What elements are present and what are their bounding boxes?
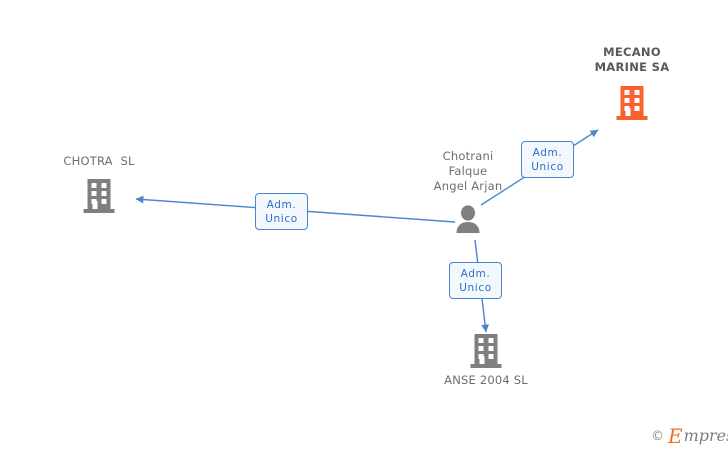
node-mecano-marine-sa[interactable] bbox=[616, 85, 648, 125]
relation-label-person-chotra[interactable]: Adm. Unico bbox=[255, 193, 308, 230]
relation-label-line1: Adm. bbox=[266, 198, 297, 211]
relation-label-person-mecano[interactable]: Adm. Unico bbox=[521, 141, 574, 178]
node-person-chotrani-falque-angel-arjan[interactable] bbox=[453, 205, 483, 239]
building-icon bbox=[616, 86, 648, 120]
node-label-chotra: CHOTRA SL bbox=[63, 154, 135, 168]
node-label-mecano: MECANO MARINE SA bbox=[594, 45, 670, 74]
empresia-watermark: © E mpresia bbox=[651, 426, 728, 446]
building-icon bbox=[470, 334, 502, 368]
brand-name: mpresia bbox=[683, 426, 728, 445]
relation-label-line2: Unico bbox=[265, 212, 298, 225]
node-anse-2004-sl[interactable] bbox=[470, 333, 502, 373]
person-icon bbox=[456, 205, 480, 233]
relation-label-line1: Adm. bbox=[532, 146, 563, 159]
node-chotra-sl[interactable] bbox=[83, 178, 115, 218]
relation-label-person-anse[interactable]: Adm. Unico bbox=[449, 262, 502, 299]
relation-label-line2: Unico bbox=[531, 160, 564, 173]
building-icon bbox=[83, 179, 115, 213]
node-label-anse: ANSE 2004 SL bbox=[444, 373, 528, 387]
relation-label-line1: Adm. bbox=[460, 267, 491, 280]
copyright-icon: © bbox=[651, 428, 664, 444]
relation-label-line2: Unico bbox=[459, 281, 492, 294]
brand-initial: E bbox=[668, 424, 683, 448]
node-label-person: Chotrani Falque Angel Arjan bbox=[433, 149, 503, 193]
